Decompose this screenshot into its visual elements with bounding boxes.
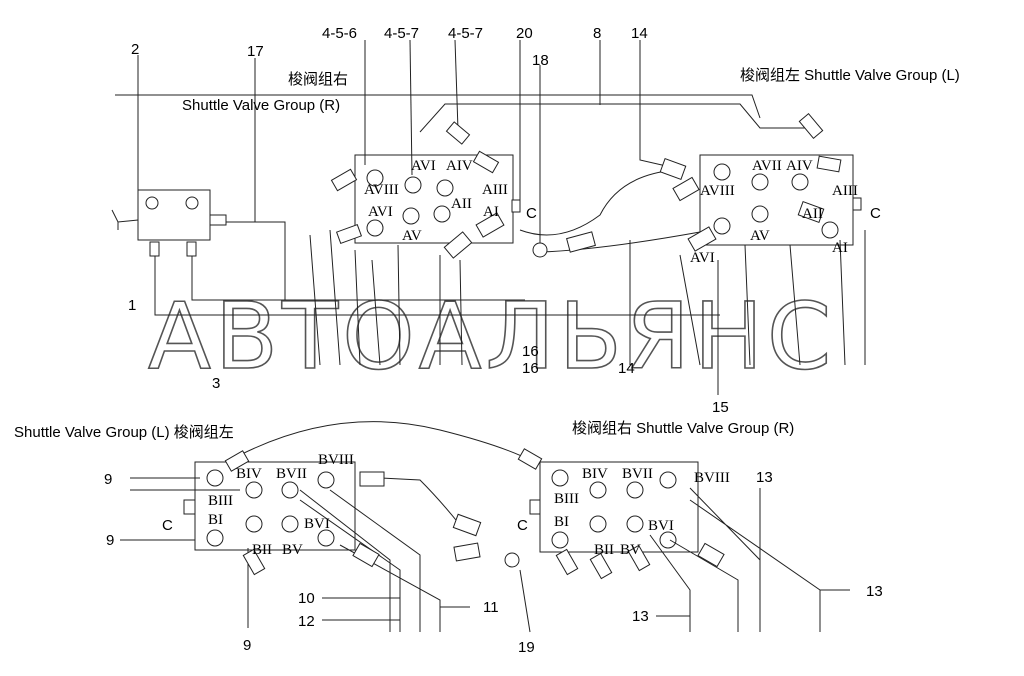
svg-text:BVII: BVII xyxy=(276,466,307,482)
svg-text:AIII: AIII xyxy=(482,182,508,198)
shuttle-valve-block-left-bottom xyxy=(183,461,356,551)
port-c-top-right: C xyxy=(870,205,881,222)
svg-text:BI: BI xyxy=(554,514,569,530)
svg-text:AII: AII xyxy=(802,206,823,222)
port-c-bottom-right: C xyxy=(517,517,528,534)
svg-text:BIII: BIII xyxy=(208,493,233,509)
top-hose-fittings xyxy=(330,113,842,259)
svg-text:BIV: BIV xyxy=(236,466,262,482)
svg-text:AII: AII xyxy=(451,196,472,212)
shuttle-valve-block-right-bottom xyxy=(529,461,699,553)
svg-text:BV: BV xyxy=(620,542,641,558)
svg-text:AVII: AVII xyxy=(752,158,782,174)
callout-4-5-6: 4-5-6 xyxy=(322,25,357,42)
svg-text:AVI: AVI xyxy=(411,158,436,174)
callout-20: 20 xyxy=(516,25,533,42)
watermark: АВТОАЛЬЯНС xyxy=(148,283,835,390)
callout-4-5-7-b: 4-5-7 xyxy=(448,25,483,42)
callout-8: 8 xyxy=(593,25,601,42)
svg-text:BVIII: BVIII xyxy=(318,452,354,468)
callout-9-c: 9 xyxy=(243,637,251,654)
callout-3: 3 xyxy=(212,375,220,392)
callout-9-a: 9 xyxy=(104,471,112,488)
top-left-port-labels: AVI AIV AVIII AIII AVI AII AI AV xyxy=(364,158,508,244)
svg-text:BV: BV xyxy=(282,542,303,558)
bottom-right-port-labels: BIV BVII BVIII BIII BI BVI BII BV xyxy=(554,466,730,558)
svg-text:AVIII: AVIII xyxy=(364,182,399,198)
svg-text:BVI: BVI xyxy=(648,518,674,534)
svg-text:AV: AV xyxy=(402,228,422,244)
svg-text:AVI: AVI xyxy=(690,250,715,266)
group-left-title: 梭阀组左 Shuttle Valve Group (L) xyxy=(740,66,960,84)
svg-text:AVI: AVI xyxy=(368,204,393,220)
svg-text:BIV: BIV xyxy=(582,466,608,482)
svg-text:AI: AI xyxy=(483,204,499,220)
bottom-group-left-title: Shuttle Valve Group (L) 梭阀组左 xyxy=(14,423,234,441)
svg-text:BII: BII xyxy=(252,542,272,558)
callout-14-top: 14 xyxy=(631,25,648,42)
port-c-bottom-left: C xyxy=(162,517,173,534)
callout-1: 1 xyxy=(128,297,136,314)
svg-text:AIV: AIV xyxy=(786,158,813,174)
svg-text:AIII: AIII xyxy=(832,183,858,199)
callout-10: 10 xyxy=(298,590,315,607)
callout-16-b: 16 xyxy=(522,360,539,377)
callout-14-bottom: 14 xyxy=(618,360,635,377)
callout-13-b: 13 xyxy=(632,608,649,625)
svg-text:BI: BI xyxy=(208,512,223,528)
callout-15: 15 xyxy=(712,399,729,416)
port-c-top-left: C xyxy=(526,205,537,222)
svg-text:BVI: BVI xyxy=(304,516,330,532)
svg-text:BII: BII xyxy=(594,542,614,558)
callout-16-a: 16 xyxy=(522,343,539,360)
bottom-group-right-title: 梭阀组右 Shuttle Valve Group (R) xyxy=(572,419,794,437)
callout-18: 18 xyxy=(532,52,549,69)
callout-17: 17 xyxy=(247,43,264,60)
callout-12: 12 xyxy=(298,613,315,630)
small-valve-block xyxy=(111,189,227,257)
bottom-hose-fittings xyxy=(224,448,725,580)
svg-text:BIII: BIII xyxy=(554,491,579,507)
svg-text:BVII: BVII xyxy=(622,466,653,482)
top-right-port-labels: AVII AIV AVIII AIII AII AV AVI AI xyxy=(690,158,858,266)
group-right-cn: 梭阀组右 xyxy=(288,70,348,88)
svg-text:AVIII: AVIII xyxy=(700,183,735,199)
svg-text:BVIII: BVIII xyxy=(694,470,730,486)
group-right-en: Shuttle Valve Group (R) xyxy=(182,97,340,114)
callout-13-c: 13 xyxy=(866,583,883,600)
svg-text:AIV: AIV xyxy=(446,158,473,174)
callout-2: 2 xyxy=(131,41,139,58)
bottom-callouts: 9 9 9 10 12 11 19 13 13 13 C C xyxy=(104,469,883,656)
callout-9-b: 9 xyxy=(106,532,114,549)
callout-13-a: 13 xyxy=(756,469,773,486)
top-callouts: 2 17 4-5-6 4-5-7 4-5-7 20 8 14 18 1 3 16… xyxy=(128,25,881,416)
svg-text:AI: AI xyxy=(832,240,848,256)
callout-19: 19 xyxy=(518,639,535,656)
top-pipe-lines xyxy=(115,39,866,395)
callout-4-5-7-a: 4-5-7 xyxy=(384,25,419,42)
bottom-left-port-labels: BIV BVII BVIII BIII BI BVI BII BV xyxy=(208,452,354,558)
callout-11: 11 xyxy=(483,599,499,616)
bottom-pipe-lines xyxy=(120,421,850,633)
svg-text:AV: AV xyxy=(750,228,770,244)
